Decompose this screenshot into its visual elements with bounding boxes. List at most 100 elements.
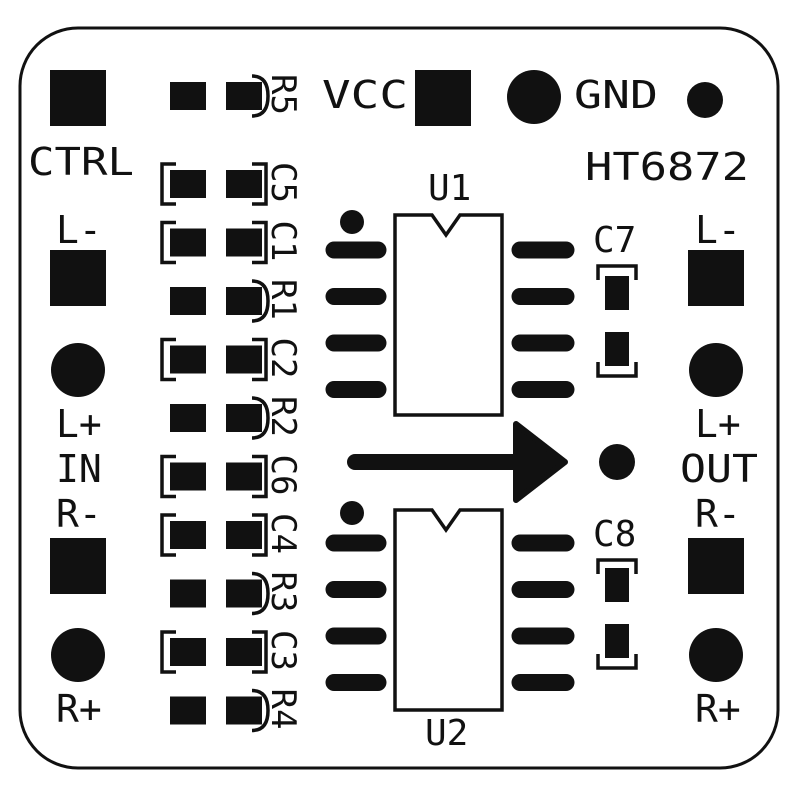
smd-c1: C1 <box>160 220 303 265</box>
pin-one-dot-icon <box>340 210 364 234</box>
smd-c4: C4 <box>160 513 303 557</box>
smd-c2: C2 <box>160 337 303 382</box>
input-left-minus-label: L- <box>56 208 102 252</box>
c8-pad-top <box>605 568 629 602</box>
smd-designator: R3 <box>263 572 303 613</box>
smd-c5: C5 <box>160 162 303 206</box>
smd-outline <box>251 571 270 616</box>
input-left-minus-pad <box>50 250 106 306</box>
vcc-pad <box>415 70 471 126</box>
u2-label: U2 <box>425 713 468 754</box>
via-dot <box>599 444 635 480</box>
smd-pad <box>226 404 262 432</box>
output-left-plus-pad <box>689 343 743 397</box>
smd-outline <box>160 162 176 206</box>
smd-designator: C1 <box>263 221 303 262</box>
smd-pad <box>170 696 206 725</box>
smd-outline <box>160 630 176 674</box>
output-right-minus-pad <box>688 538 744 594</box>
smd-designator: R5 <box>263 74 303 115</box>
ic-name-label: HT6872 <box>585 145 749 189</box>
mounting-hole <box>687 82 723 118</box>
smd-outline <box>252 162 268 206</box>
c8-label: C8 <box>593 514 636 555</box>
c7-label: C7 <box>593 220 636 261</box>
smd-designator: R1 <box>263 279 303 320</box>
smd-r4: R4 <box>170 688 303 733</box>
input-right-minus-pad <box>50 538 106 594</box>
input-left-plus-pad <box>51 343 105 397</box>
u2-pins <box>325 534 575 691</box>
signal-flow-arrow-icon <box>347 421 568 503</box>
u1-pins <box>325 241 575 398</box>
smd-designator: C4 <box>263 513 303 554</box>
smd-pad <box>170 170 206 198</box>
smd-outline <box>251 279 270 323</box>
smd-r2: R2 <box>170 396 303 440</box>
pin-one-dot-icon <box>340 501 364 525</box>
input-right-minus-label: R- <box>56 492 102 536</box>
smd-outline <box>160 513 176 557</box>
u1-label: U1 <box>428 168 471 209</box>
gnd-label: GND <box>574 73 658 117</box>
gnd-pad <box>507 70 561 124</box>
smd-pad <box>226 82 262 110</box>
smd-r5: R5 <box>170 74 303 118</box>
smd-designator: C5 <box>263 162 303 203</box>
vcc-label: VCC <box>322 73 408 117</box>
smd-designator: R4 <box>263 689 303 730</box>
smd-c3: C3 <box>160 630 303 674</box>
output-right-plus-pad <box>689 628 743 682</box>
input-right-plus-pad <box>51 628 105 682</box>
output-label: OUT <box>680 447 758 491</box>
smd-pad <box>226 638 262 666</box>
smd-designator: C2 <box>263 338 303 379</box>
c7-pad-bottom <box>605 332 629 366</box>
input-left-plus-label: L+ <box>56 402 102 446</box>
smd-outline <box>251 74 270 118</box>
ctrl-pad <box>50 70 106 126</box>
smd-pad <box>226 170 262 198</box>
smd-c6: C6 <box>160 454 303 499</box>
smd-pad <box>170 579 206 608</box>
ctrl-label: CTRL <box>28 140 134 184</box>
smd-pad <box>170 287 206 315</box>
output-left-minus-pad <box>688 250 744 306</box>
u1-outline <box>393 213 504 417</box>
input-label: IN <box>56 447 102 491</box>
smd-pad <box>170 345 206 374</box>
smd-outline <box>251 688 270 733</box>
smd-outline <box>252 630 268 674</box>
smd-pad <box>170 82 206 110</box>
smd-outline <box>252 337 268 382</box>
smd-outline <box>160 337 176 382</box>
smd-pad <box>226 287 262 315</box>
input-right-plus-label: R+ <box>56 687 102 731</box>
smd-pad <box>226 521 262 549</box>
smd-pad <box>226 228 262 257</box>
smd-pad <box>226 345 262 374</box>
smd-pad <box>170 521 206 549</box>
c8-pad-bottom <box>605 624 629 658</box>
output-left-minus-label: L- <box>695 208 741 252</box>
smd-designator: C6 <box>263 455 303 496</box>
board-outline <box>18 26 780 770</box>
smd-pad <box>170 462 206 491</box>
smd-outline <box>251 396 270 440</box>
smd-pad <box>170 404 206 432</box>
output-right-plus-label: R+ <box>695 687 741 731</box>
smd-outline <box>160 220 176 265</box>
smd-r1: R1 <box>170 279 303 323</box>
c7-pad-top <box>605 276 629 310</box>
smd-outline <box>252 220 268 265</box>
output-left-plus-label: L+ <box>695 402 741 446</box>
smd-outline <box>160 454 176 499</box>
smd-pad <box>226 579 262 608</box>
smd-pad <box>226 462 262 491</box>
u2-outline <box>393 508 504 712</box>
output-right-minus-label: R- <box>695 492 741 536</box>
smd-outline <box>252 513 268 557</box>
c8-outline <box>596 558 638 670</box>
